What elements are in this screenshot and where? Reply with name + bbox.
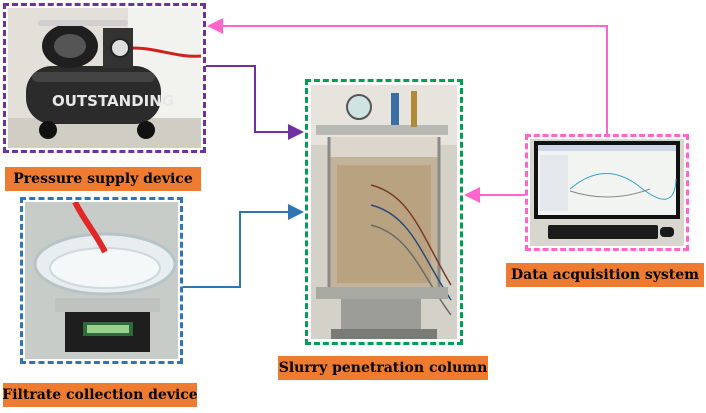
penetration-column-photo [311, 85, 457, 339]
data-acquisition-frame [525, 134, 689, 251]
filtrate-collection-label: Filtrate collection device [2, 383, 198, 407]
arrow-daq-to-pressure [207, 18, 608, 134]
pressure-supply-frame [3, 3, 206, 153]
brand-text: OUTSTANDING [52, 92, 174, 110]
arrow-filtrate-to-column [183, 204, 304, 288]
pressure-supply-photo: OUTSTANDING [8, 8, 201, 148]
arrow-pressure-to-column [206, 65, 304, 140]
penetration-column-frame [305, 79, 463, 345]
penetration-column-label: Slurry penetration column [278, 356, 488, 380]
data-acquisition-label: Data acquisition system [506, 263, 704, 287]
data-acquisition-photo [530, 139, 684, 246]
pressure-supply-label: Pressure supply device [5, 167, 201, 191]
filtrate-collection-frame [20, 197, 183, 364]
filtrate-collection-photo [25, 202, 178, 359]
